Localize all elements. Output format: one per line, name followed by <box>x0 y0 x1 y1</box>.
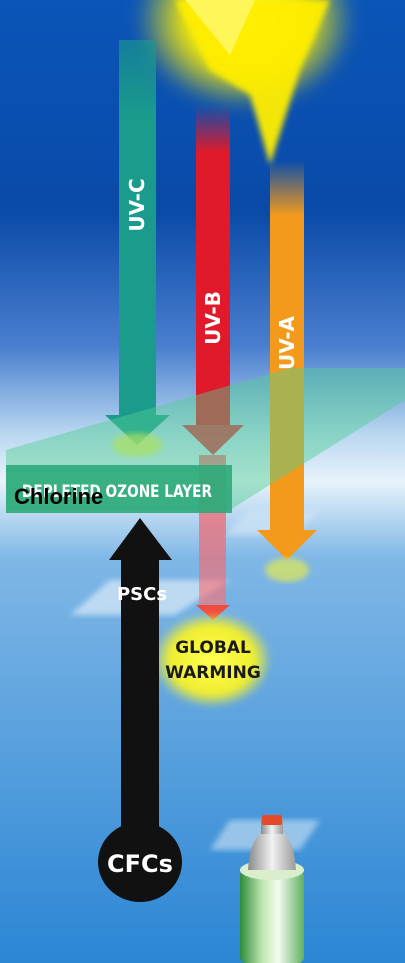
uv-a-label: UV-A <box>275 315 299 370</box>
cfc-arrow <box>98 518 182 902</box>
ozone-layer <box>6 368 405 513</box>
cfcs-label: CFCs <box>107 850 173 878</box>
chlorine-label: Chlorine <box>14 484 104 509</box>
spray-can-icon <box>240 815 304 963</box>
ozone-layer-label: DEPLETED OZONE LAYER <box>22 482 212 502</box>
uv-b-label: UV-B <box>201 291 225 345</box>
global-warming-label-line1: GLOBAL <box>175 638 251 658</box>
pscs-label: PSCs <box>117 584 167 605</box>
uv-c-label: UV-C <box>125 178 149 231</box>
global-warming-label-line2: WARMING <box>165 663 261 683</box>
sun-icon <box>135 0 355 165</box>
uv-a-arrow <box>257 160 317 582</box>
global-warming-glow <box>152 612 272 708</box>
uv-c-arrow <box>105 40 170 457</box>
